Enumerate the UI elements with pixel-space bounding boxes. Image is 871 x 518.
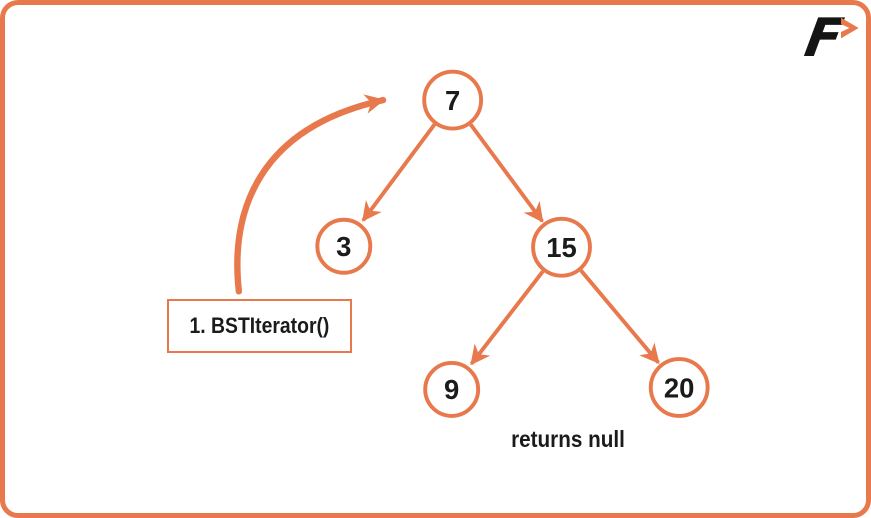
tree-node-right: 15 <box>531 216 592 278</box>
brand-logo: F <box>800 6 859 69</box>
node-circle <box>423 360 481 418</box>
edge-root-to-left <box>361 123 437 222</box>
node-circle <box>531 216 592 278</box>
tree-node-left: 3 <box>315 217 373 275</box>
node-value: 15 <box>546 232 577 263</box>
step-label-box: 1. BSTIterator() <box>167 299 352 353</box>
logo-chevron-icon <box>841 17 859 39</box>
node-circle <box>648 357 710 418</box>
node-value: 7 <box>445 85 460 116</box>
node-value: 20 <box>664 372 695 403</box>
tree-node-right-left: 9 <box>423 360 481 418</box>
tree-node-right-right: 20 <box>648 357 710 418</box>
logo-letter-f: F <box>800 6 847 69</box>
node-value: 9 <box>444 374 459 405</box>
bst-diagram: 7 3 15 9 20 F <box>234 6 859 418</box>
node-circle <box>422 69 484 131</box>
step-label: 1. BSTIterator() <box>189 313 330 338</box>
tree-node-root: 7 <box>422 69 484 131</box>
node-circle <box>315 217 373 275</box>
returns-null-text: returns null <box>511 426 625 452</box>
edge-right-to-right-right <box>579 269 660 365</box>
edge-root-to-right <box>469 123 544 223</box>
step-arrow <box>234 94 387 295</box>
node-value: 3 <box>336 231 351 262</box>
edge-right-to-right-left <box>469 270 545 366</box>
